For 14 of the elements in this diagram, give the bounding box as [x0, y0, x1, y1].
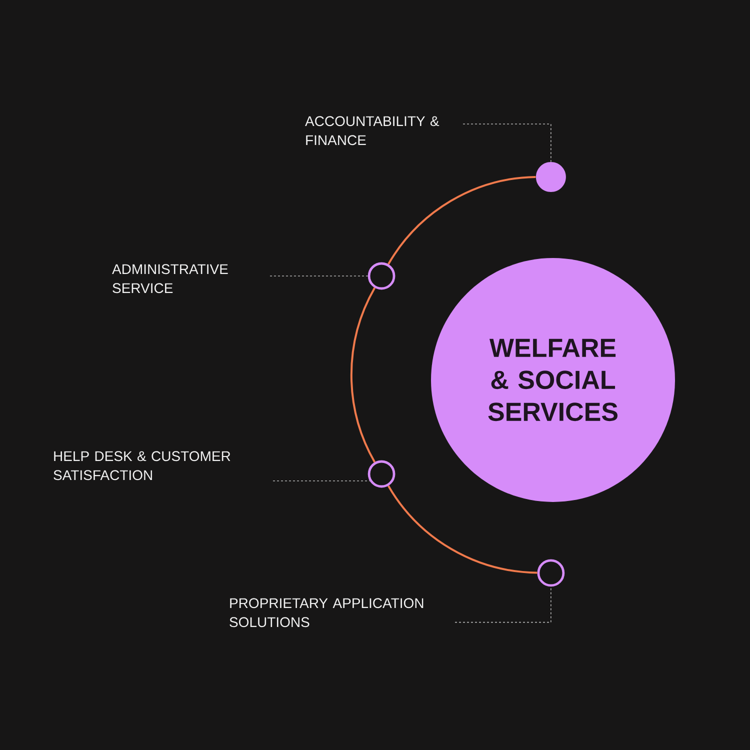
- leader-line: [462, 124, 552, 162]
- callout-text: HELP DESK & CUSTOMER SATISFACTION: [54, 451, 230, 480]
- marker-ring: [368, 262, 396, 290]
- callout-text: ACCOUNTABILITY & FINANCE: [305, 116, 440, 146]
- marker-dot: [536, 162, 566, 192]
- arc-line: [388, 485, 538, 574]
- marker-ring: [537, 559, 565, 587]
- leader-line: [272, 480, 370, 482]
- marker-ring: [368, 460, 396, 488]
- callout-text: PROPRIETARY APPLICATION SOLUTIONS: [230, 598, 424, 628]
- arc-line: [388, 176, 536, 265]
- leader-line: [454, 586, 552, 623]
- callout-text: ADMINISTRATIVE SERVICE: [112, 264, 228, 294]
- arc-line: [350, 287, 376, 463]
